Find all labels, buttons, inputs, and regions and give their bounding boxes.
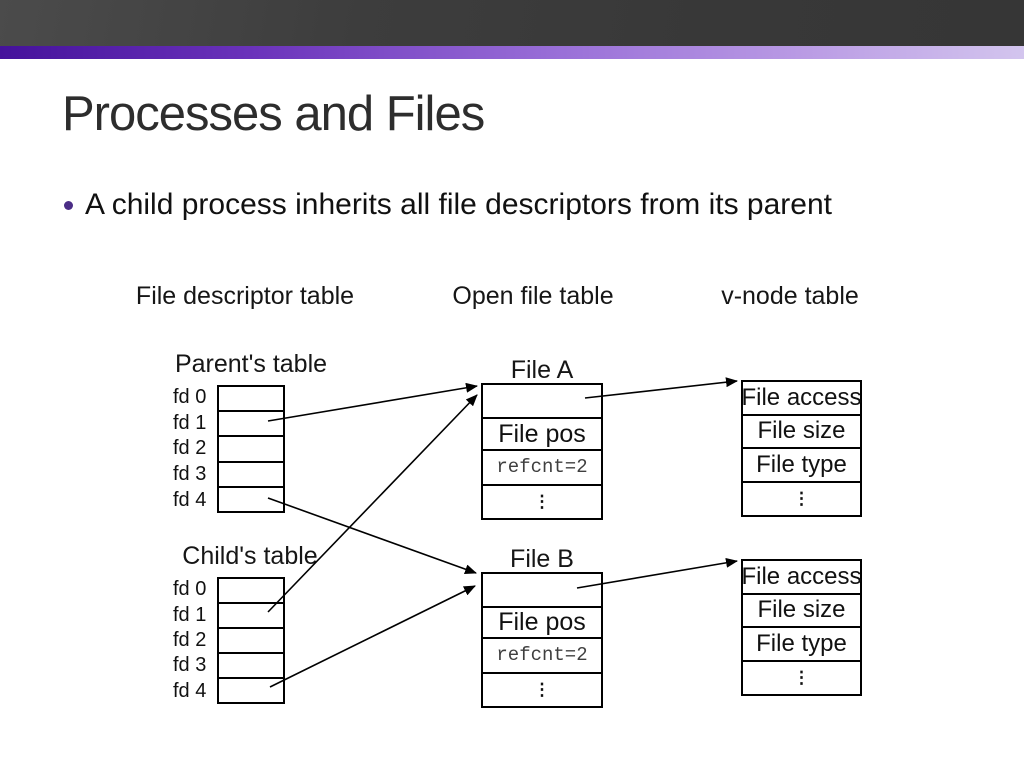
fd-cell: [219, 652, 283, 677]
fd-cell: [219, 435, 283, 460]
file-b-table: File pos refcnt=2 ⋮: [481, 572, 603, 708]
fd-cell: [219, 677, 283, 702]
fd-label: fd 1: [173, 411, 207, 434]
vnode-file-access-cell: File access: [741, 383, 862, 411]
file-b-pointer-cell: [483, 574, 601, 606]
fd-label: fd 0: [173, 578, 207, 601]
file-a-table: File pos refcnt=2 ⋮: [481, 383, 603, 520]
child-fd-labels: fd 0 fd 1 fd 2 fd 3 fd 4: [173, 577, 217, 704]
parent-fd-labels: fd 0 fd 1 fd 2 fd 3 fd 4: [173, 385, 217, 513]
accent-stripe: [0, 46, 1024, 59]
file-a-pointer-cell: [483, 385, 601, 417]
file-a-title: File A: [510, 356, 574, 384]
arrow-child-fd4-to-file-b: [269, 585, 476, 688]
fd-label: fd 3: [173, 463, 207, 486]
parent-fd-box: [217, 385, 285, 513]
child-fd-table: fd 0 fd 1 fd 2 fd 3 fd 4: [173, 577, 285, 704]
fd-label: fd 0: [173, 386, 207, 409]
fd-cell: [219, 460, 283, 486]
child-fd-box: [217, 577, 285, 704]
fd-cell: [219, 627, 283, 652]
fd-cell: [219, 579, 283, 602]
page-title: Processes and Files: [62, 87, 485, 141]
vnode-file-type-cell: File type: [743, 447, 860, 481]
bullet-dot-icon: [64, 201, 73, 210]
arrow-file-a-to-vnode-top: [584, 377, 738, 399]
vnode-table-top: File access File size File type ⋮: [741, 380, 862, 517]
fd-label: fd 1: [173, 603, 207, 626]
bullet-text: A child process inherits all file descri…: [85, 188, 832, 221]
vnode-file-type-cell: File type: [743, 626, 860, 660]
file-b-filepos-cell: File pos: [483, 605, 601, 638]
fd-label: fd 2: [173, 629, 207, 652]
file-b-ellipsis-cell: ⋮: [483, 671, 601, 706]
column-label-file-descriptor-table: File descriptor table: [135, 282, 355, 310]
fd-label: fd 3: [173, 654, 207, 677]
vnode-ellipsis-cell: ⋮: [743, 480, 860, 515]
vnode-file-size-cell: File size: [743, 592, 860, 627]
arrow-parent-fd1-to-file-a: [267, 382, 478, 422]
vnode-table-bottom: File access File size File type ⋮: [741, 559, 862, 696]
column-label-v-node-table: v-node table: [721, 282, 859, 310]
fd-label: fd 4: [173, 488, 207, 511]
fd-label: fd 4: [173, 679, 207, 702]
fd-cell: [219, 485, 283, 511]
vnode-file-size-cell: File size: [743, 413, 860, 448]
file-b-refcnt-cell: refcnt=2: [483, 637, 601, 671]
header-bar: [0, 0, 1024, 47]
fd-cell: [219, 410, 283, 435]
child-table-title: Child's table: [182, 542, 318, 570]
file-a-refcnt-cell: refcnt=2: [483, 449, 601, 483]
fd-cell: [219, 602, 283, 627]
file-a-filepos-cell: File pos: [483, 417, 601, 449]
arrow-child-fd1-to-file-a: [267, 394, 478, 613]
fd-cell: [219, 387, 283, 410]
fd-label: fd 2: [173, 437, 207, 460]
parent-fd-table: fd 0 fd 1 fd 2 fd 3 fd 4: [173, 385, 285, 513]
column-label-open-file-table: Open file table: [452, 282, 614, 310]
vnode-ellipsis-cell: ⋮: [743, 659, 860, 694]
file-a-ellipsis-cell: ⋮: [483, 483, 601, 518]
vnode-file-access-cell: File access: [741, 562, 862, 590]
file-b-title: File B: [510, 545, 574, 573]
parent-table-title: Parent's table: [174, 350, 328, 378]
